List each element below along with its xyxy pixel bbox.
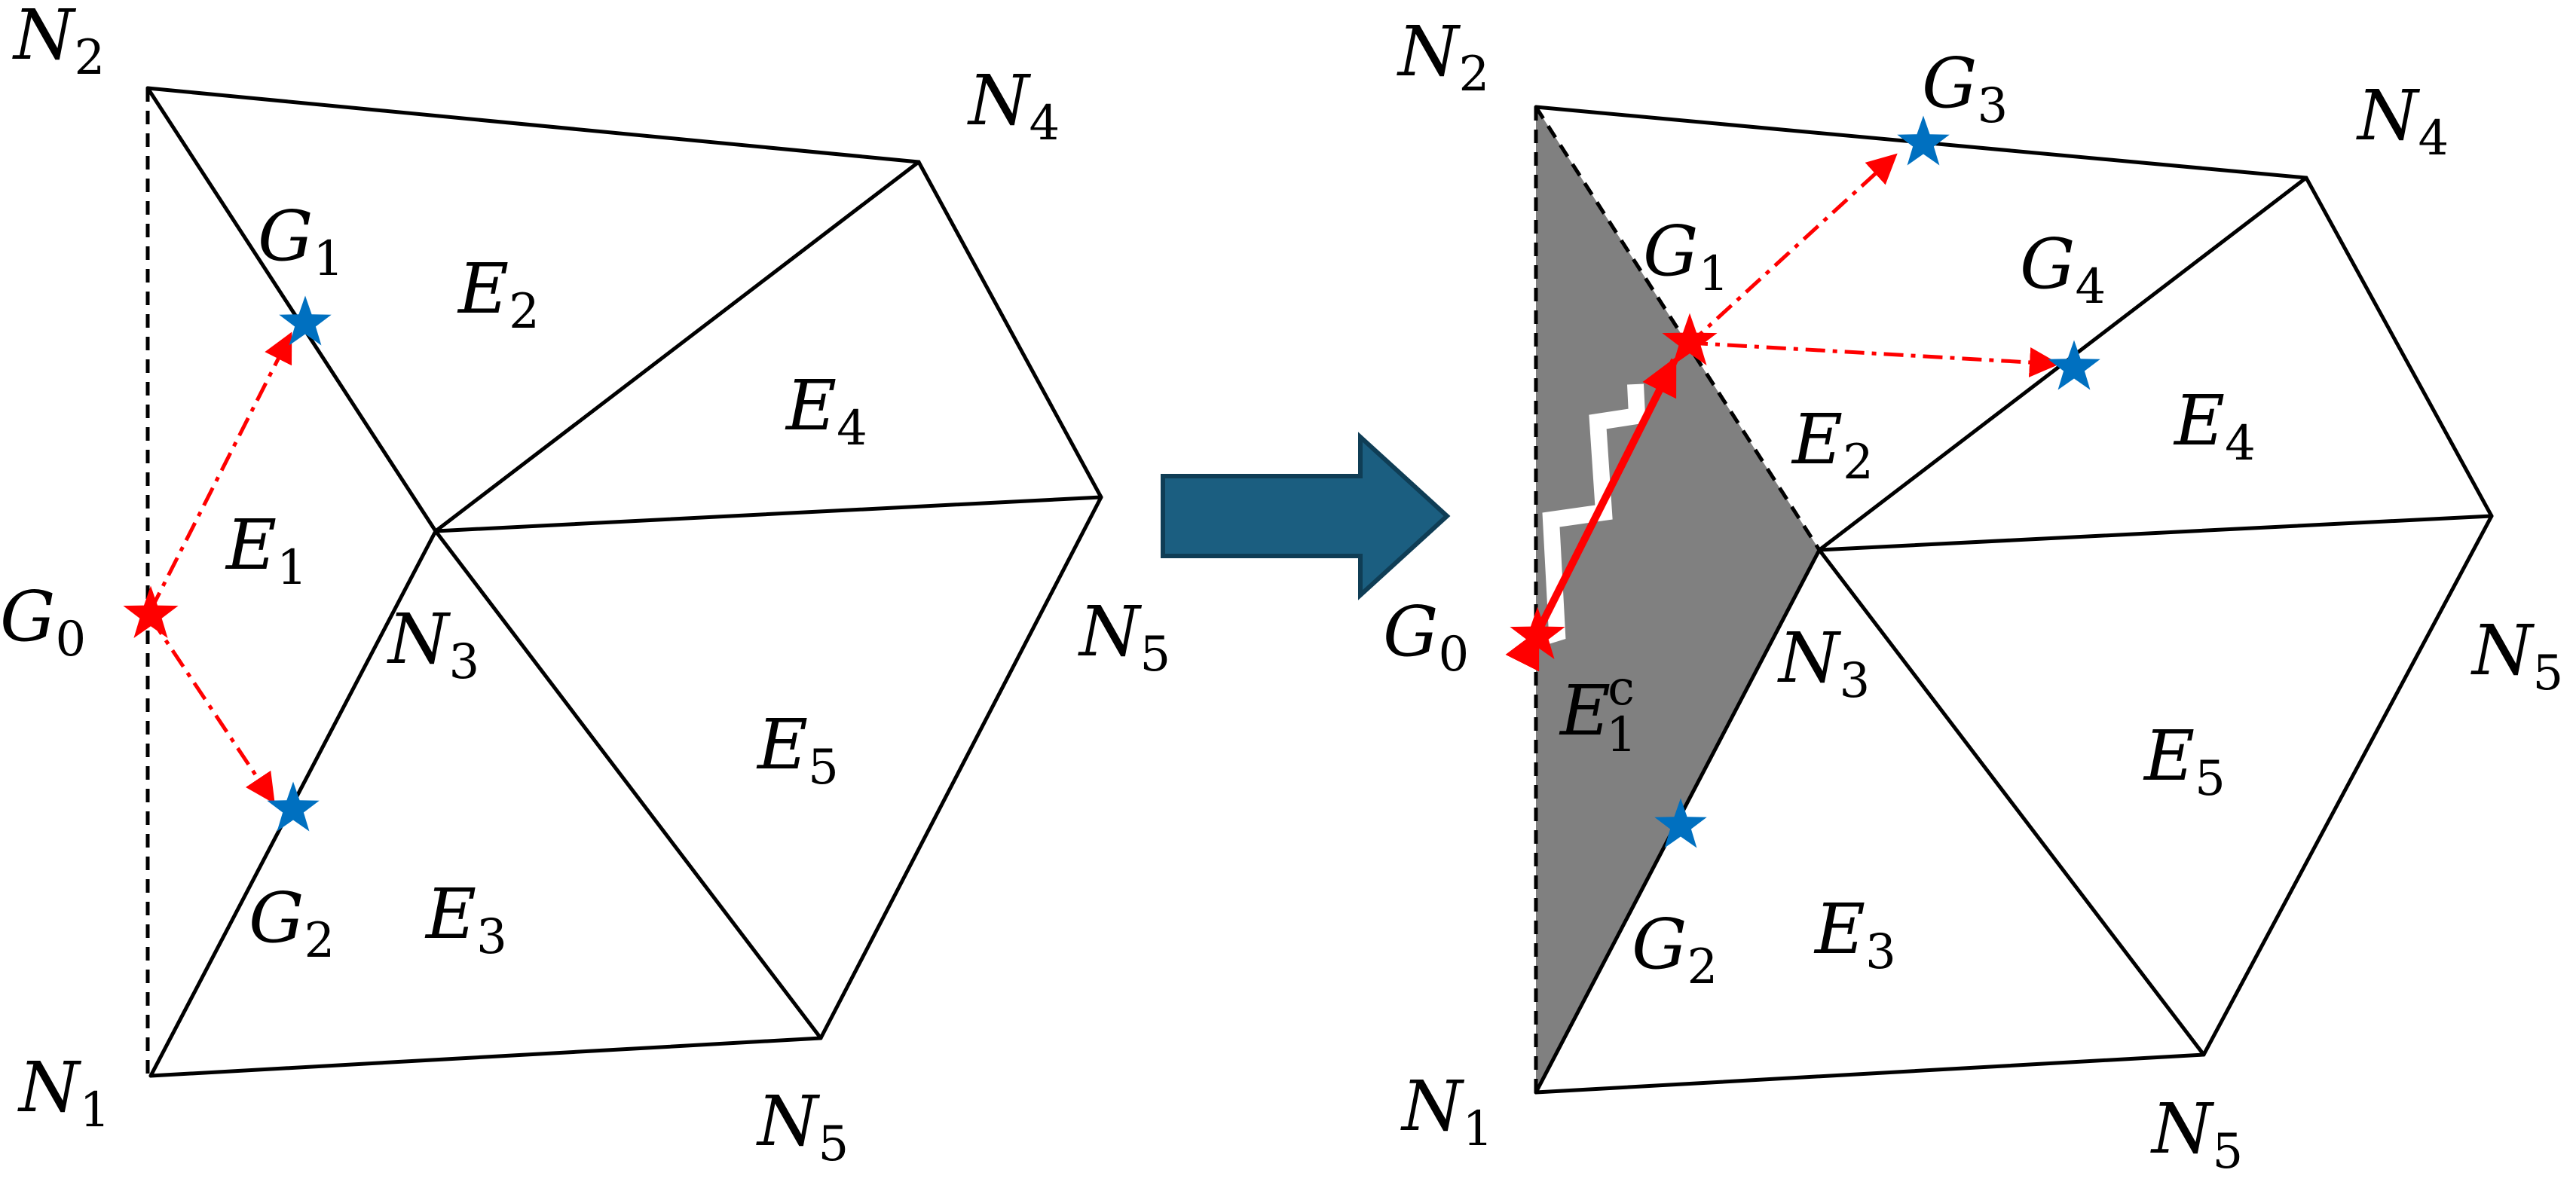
right-relocation-arrow [1505, 356, 1678, 672]
left-g2-star-icon [267, 781, 320, 832]
right-element-e5-label: E5 [2143, 716, 2226, 807]
right-edge-bottom [1534, 1052, 2206, 1095]
left-edge-n3-n5 [433, 495, 1103, 533]
right-flux-g1-g3 [1687, 153, 1898, 347]
right-element-e3-label: E3 [1813, 889, 1896, 980]
left-point-g1-label: G1 [258, 196, 344, 287]
right-point-g2-label: G2 [1632, 904, 1718, 995]
right-point-g0-label: G0 [1383, 591, 1469, 683]
left-node-n4-label: N4 [967, 60, 1060, 151]
right-flux-arrows [1687, 153, 2060, 377]
left-node-n1-label: N1 [17, 1047, 110, 1138]
right-edge-n5-n5b [2201, 514, 2494, 1057]
right-point-g1-label: G1 [1643, 211, 1729, 302]
left-node-n5b-label: N5 [756, 1081, 849, 1172]
right-element-e4-label: E4 [2173, 380, 2256, 472]
right-node-n5-label: N5 [2470, 610, 2563, 701]
right-node-n2-label: N2 [1397, 11, 1489, 102]
right-element-e2-label: E2 [1791, 399, 1874, 490]
right-arrow-icon [1161, 432, 1451, 600]
right-flux-g1-g4 [1687, 341, 2060, 377]
left-edge-n2-n3 [145, 86, 438, 533]
left-point-g2-label: G2 [249, 878, 335, 969]
left-flux-g0-g2 [148, 616, 275, 805]
right-node-n3-label: N3 [1777, 618, 1870, 709]
right-node-n4-label: N4 [2356, 75, 2449, 166]
left-element-e5-label: E5 [756, 704, 839, 796]
right-removed-dashed-edge [1534, 105, 1822, 551]
left-edge-top [145, 86, 1103, 499]
left-element-e4-label: E4 [785, 365, 867, 457]
left-element-e3-label: E3 [424, 874, 507, 965]
shaded-cell-e1c [1536, 107, 1819, 1092]
left-node-n3-label: N3 [387, 599, 479, 690]
right-node-n5b-label: N5 [2150, 1089, 2243, 1179]
right-node-n1-label: N1 [1400, 1066, 1493, 1157]
left-node-n2-label: N2 [12, 0, 105, 86]
left-edge-n3-n4 [433, 160, 921, 533]
left-flux-g0-g1 [148, 331, 292, 612]
right-point-g3-label: G3 [1922, 43, 2008, 134]
left-element-e2-label: E2 [457, 249, 540, 340]
left-edge-n5-n5b [818, 495, 1103, 1040]
left-element-e1-label: E1 [225, 505, 307, 596]
left-point-g0-label: G0 [0, 576, 86, 667]
left-edge-bottom [148, 1036, 823, 1078]
left-flux-arrows [148, 331, 292, 805]
right-edge-n3-n5 [1817, 514, 2494, 552]
left-node-n5-label: N5 [1078, 591, 1170, 683]
right-g4-star-icon [2048, 340, 2100, 390]
left-g0-star-icon [123, 585, 179, 639]
left-edge-n3-n5b [433, 529, 823, 1040]
right-point-g4-label: G4 [2020, 224, 2106, 315]
right-edge-n3-n5b [1817, 548, 2206, 1057]
